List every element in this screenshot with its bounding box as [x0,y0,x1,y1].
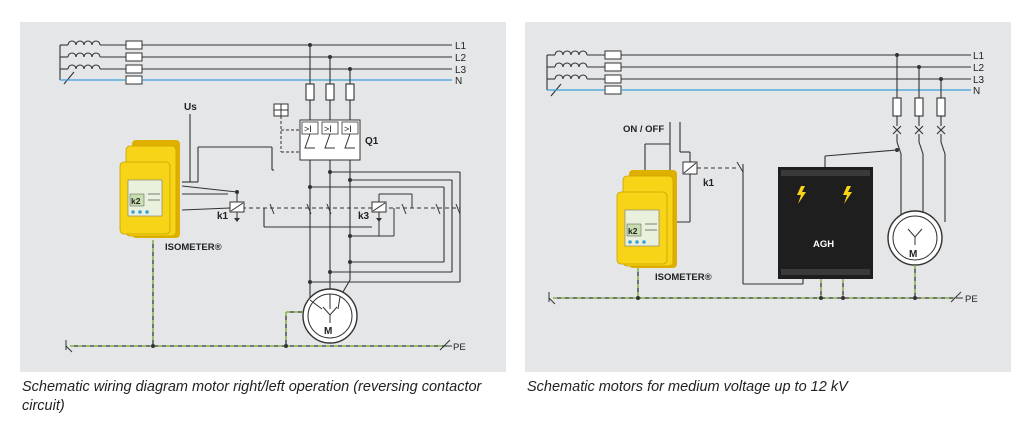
transformer-coils-right [546,50,588,97]
motor-feed-lines [309,160,461,300]
phase-label-l2-right: L2 [973,63,985,74]
pe-ground [70,240,445,347]
motor-feed-right [892,55,946,222]
ground-symbol-left [65,339,452,353]
pe-label: PE [453,342,466,353]
pe-ground-right [553,265,955,299]
phase-label-l1: L1 [455,41,467,52]
supply-fuses [125,40,143,85]
motor-label-right: M [909,249,917,260]
breaker-q1: >I >I >I Q1 [273,103,379,161]
breaker-symbol-3: >I [344,124,352,134]
right-wiring-diagram: L1 L2 L3 N AGH [546,50,985,305]
motor-right: M [887,210,943,266]
isometer-label-right: ISOMETER® [655,272,712,283]
phase-label-l3-right: L3 [973,75,985,86]
phase-lines [100,44,452,70]
phase-label-l1-right: L1 [973,51,985,62]
phase-label-n: N [455,76,462,87]
phase-label-l3: L3 [455,65,467,76]
on-off-label: ON / OFF [623,124,664,135]
agh-label: AGH [813,239,834,250]
agh-coupling-device: AGH [778,167,873,279]
motor: M [302,288,358,344]
isometer-label: ISOMETER® [165,242,222,253]
right-diagram-panel: L1 L2 L3 N AGH [525,22,1011,372]
phase-label-n-right: N [973,86,980,97]
device-display-text: k2 [131,196,141,206]
relay-k1-label-right: k1 [703,178,715,189]
relay-k3-label: k3 [358,211,370,222]
left-caption: Schematic wiring diagram motor right/lef… [22,379,482,414]
motor-to-agh-link [824,149,898,157]
motor-label: M [324,326,332,337]
ground-symbol-right [548,291,963,305]
breaker-label: Q1 [365,136,379,147]
breaker-symbol-1: >I [304,124,312,134]
left-wiring-diagram: L1 L2 L3 N >I >I >I Q1 [59,40,467,353]
left-diagram-panel: L1 L2 L3 N >I >I >I Q1 [20,22,506,372]
relay-k1-right: k1 [682,161,744,189]
phase-lines-right [587,54,971,80]
supply-fuses-right [604,50,622,95]
device-display-text-right: k2 [628,226,638,236]
contact-switches [269,203,461,215]
pe-label-right: PE [965,294,978,305]
supply-label: Us [184,102,197,113]
relay-k1-label: k1 [217,211,229,222]
transformer-coils [59,40,101,85]
right-caption: Schematic motors for medium voltage up t… [527,379,848,395]
relay-k3: k3 [350,193,413,237]
isometer-device-right: k2 [616,170,677,268]
breaker-feed [305,45,355,120]
phase-label-l2: L2 [455,53,467,64]
isometer-device: k2 [119,140,180,238]
relay-k1: k1 [217,190,245,222]
breaker-symbol-2: >I [324,124,332,134]
